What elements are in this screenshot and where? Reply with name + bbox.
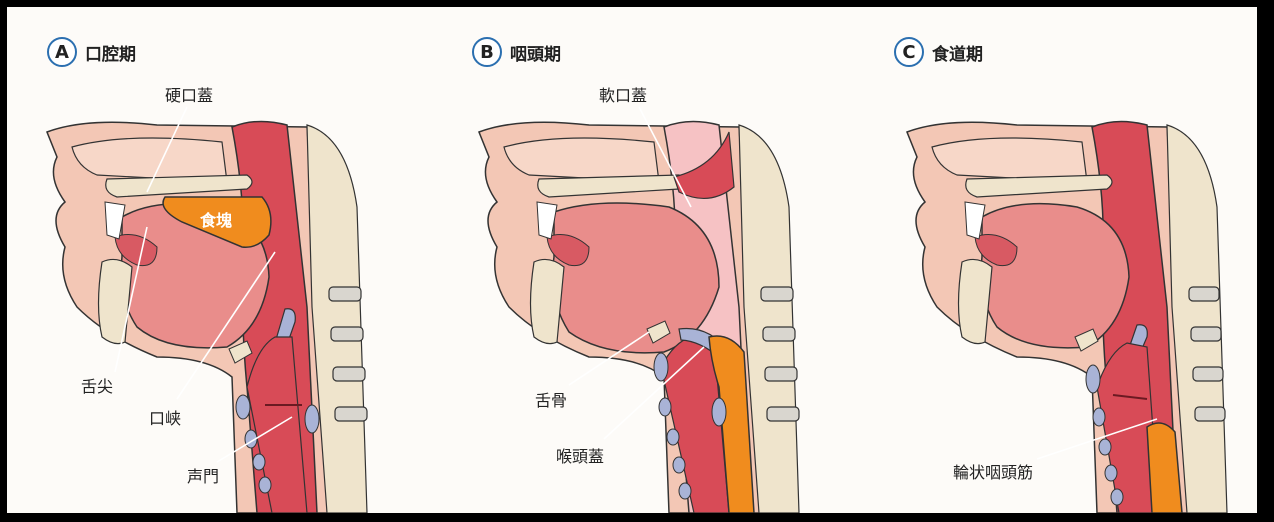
tracheal-ring bbox=[1105, 465, 1117, 481]
vertebra-disc bbox=[331, 327, 363, 341]
label-hyoid: 舌骨 bbox=[535, 387, 567, 411]
tracheal-ring bbox=[659, 398, 671, 416]
tracheal-ring bbox=[667, 429, 679, 445]
label-fauces: 口峡 bbox=[149, 405, 181, 429]
vertebra-disc bbox=[763, 327, 795, 341]
panel-oral-phase: A 口腔期 bbox=[7, 7, 427, 513]
vertebra-disc bbox=[1191, 327, 1221, 341]
figure-frame: A 口腔期 bbox=[7, 7, 1262, 513]
arytenoid-cartilage bbox=[712, 398, 726, 426]
tracheal-ring bbox=[259, 477, 271, 493]
arytenoid-cartilage bbox=[305, 405, 319, 433]
vertebra-disc bbox=[767, 407, 799, 421]
panel-pharyngeal-phase: B 咽頭期 bbox=[429, 7, 849, 513]
tracheal-ring bbox=[1111, 489, 1123, 505]
vertebra-disc bbox=[765, 367, 797, 381]
vertebra-disc bbox=[335, 407, 367, 421]
label-glottis: 声門 bbox=[187, 463, 219, 487]
label-bolus: 食塊 bbox=[200, 207, 232, 231]
vertebra-disc bbox=[1195, 407, 1225, 421]
label-epiglottis: 喉頭蓋 bbox=[556, 443, 604, 467]
esophageal-phase-illustration bbox=[847, 7, 1262, 513]
tongue bbox=[981, 204, 1129, 348]
vertebra-disc bbox=[333, 367, 365, 381]
thyroid-cartilage bbox=[1086, 365, 1100, 393]
vertebra-disc bbox=[329, 287, 361, 301]
thyroid-cartilage bbox=[654, 353, 668, 381]
vertebra-disc bbox=[1193, 367, 1223, 381]
label-soft-palate: 軟口蓋 bbox=[599, 82, 647, 106]
tracheal-ring bbox=[679, 483, 691, 499]
oral-phase-illustration bbox=[7, 7, 427, 513]
tracheal-ring bbox=[1099, 439, 1111, 455]
tracheal-ring bbox=[253, 454, 265, 470]
tracheal-ring bbox=[236, 395, 250, 419]
label-hard-palate: 硬口蓋 bbox=[165, 82, 213, 106]
tracheal-ring bbox=[1093, 408, 1105, 426]
label-cricopharyngeus: 輪状咽頭筋 bbox=[953, 459, 1033, 483]
panel-esophageal-phase: C 食道期 bbox=[847, 7, 1267, 513]
tracheal-ring bbox=[673, 457, 685, 473]
label-tongue-tip: 舌尖 bbox=[81, 373, 113, 397]
vertebra-disc bbox=[1189, 287, 1219, 301]
vertebra-disc bbox=[761, 287, 793, 301]
